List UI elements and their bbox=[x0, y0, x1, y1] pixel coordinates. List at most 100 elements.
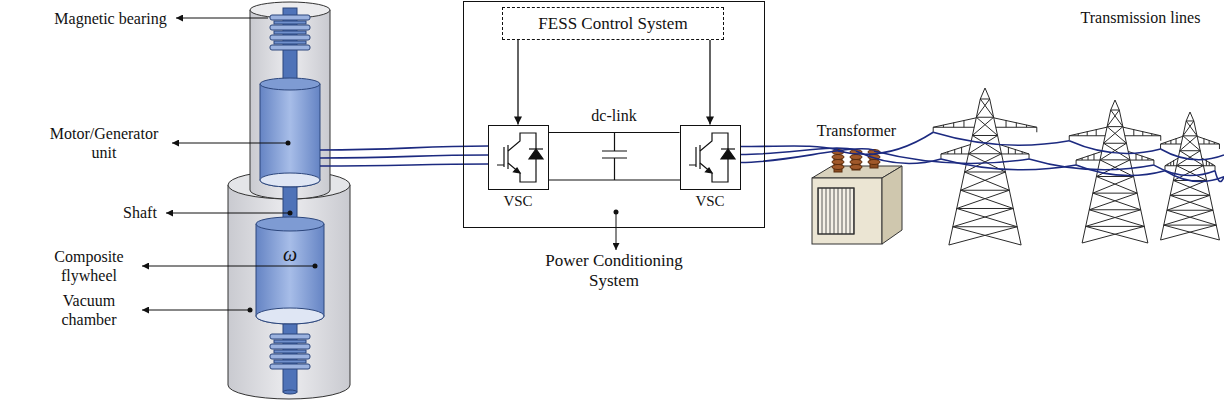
transformer-symbol bbox=[882, 166, 902, 244]
tower-brace bbox=[1177, 165, 1204, 166]
tower-brace bbox=[1093, 193, 1137, 194]
tower-brace bbox=[1170, 195, 1210, 196]
tower-brace bbox=[1111, 110, 1123, 127]
part-label: Shaft bbox=[118, 203, 162, 222]
leader-line bbox=[166, 213, 290, 214]
converter-box: VSC bbox=[488, 125, 549, 190]
transformer-symbol bbox=[868, 160, 880, 165]
tower-arm bbox=[1096, 129, 1097, 135]
transmission-line bbox=[1215, 171, 1224, 182]
tower-brace bbox=[980, 98, 989, 99]
tower-arm bbox=[933, 118, 976, 127]
tower-brace bbox=[957, 190, 1010, 208]
transmission-line bbox=[1076, 165, 1165, 176]
magnetic-bearing bbox=[270, 25, 310, 30]
transformer-symbol bbox=[812, 178, 882, 244]
tower-brace bbox=[1161, 225, 1217, 240]
leader-dot bbox=[248, 141, 619, 313]
part-label: Motor/Generator unit bbox=[40, 124, 168, 162]
tower-arm bbox=[1170, 162, 1171, 166]
tower-brace bbox=[1096, 177, 1137, 194]
tower-brace bbox=[1093, 193, 1141, 210]
tower-arm bbox=[1147, 158, 1148, 160]
tower-arm bbox=[1015, 149, 1016, 154]
upper-housing bbox=[250, 2, 330, 199]
tower-brace bbox=[976, 99, 989, 117]
tower-brace bbox=[1170, 180, 1206, 195]
upper-housing bbox=[250, 10, 330, 199]
transformer-symbol bbox=[850, 155, 862, 160]
tower-arm bbox=[1006, 120, 1007, 127]
tower-arm bbox=[1206, 160, 1207, 166]
tower-brace bbox=[1100, 159, 1130, 160]
leader-line bbox=[142, 266, 315, 267]
insulator bbox=[1076, 160, 1077, 165]
magnetic-bearing bbox=[270, 324, 310, 394]
tower-brace bbox=[976, 117, 997, 135]
transformer-symbol bbox=[832, 155, 844, 160]
transmission-line bbox=[1069, 141, 1160, 154]
node-label: VSC bbox=[488, 192, 548, 210]
tower-brace bbox=[957, 208, 1014, 209]
tower-brace bbox=[980, 99, 993, 117]
tower-brace bbox=[961, 190, 1010, 191]
composite-flywheel bbox=[256, 308, 324, 324]
tower-brace bbox=[953, 208, 1013, 226]
magnetic-bearing bbox=[283, 390, 297, 394]
insulator bbox=[1069, 136, 1070, 141]
converter-box: VSC bbox=[680, 125, 741, 190]
transmission-line bbox=[1161, 149, 1224, 160]
magnetic-bearing bbox=[274, 31, 306, 34]
tower-arm bbox=[953, 123, 954, 128]
insulator bbox=[1153, 160, 1154, 165]
edge-label: dc-link bbox=[589, 106, 638, 125]
tower-brace bbox=[1170, 195, 1213, 210]
transmission-line bbox=[933, 132, 1069, 145]
tower-arm bbox=[1176, 138, 1177, 144]
magnetic-bearing bbox=[270, 35, 310, 40]
tower-arm bbox=[1136, 154, 1137, 160]
transformer-symbol bbox=[832, 150, 880, 173]
tower-brace bbox=[1167, 210, 1213, 211]
tower-brace bbox=[1086, 210, 1141, 227]
tower-arm bbox=[941, 145, 971, 154]
tower-arm bbox=[1170, 140, 1171, 144]
transmission-line bbox=[1029, 159, 1154, 170]
leader-line bbox=[142, 310, 250, 311]
leader-line bbox=[616, 212, 617, 250]
transformer-symbol bbox=[818, 188, 854, 234]
motor-generator bbox=[260, 78, 320, 187]
connector bbox=[549, 132, 680, 133]
leader-line bbox=[142, 18, 616, 310]
connector bbox=[710, 40, 711, 125]
tower-brace bbox=[969, 153, 1002, 154]
tower-brace bbox=[1180, 136, 1197, 151]
tower-peak bbox=[1186, 112, 1190, 121]
three-phase-cable bbox=[741, 149, 875, 163]
tower-arm bbox=[1165, 158, 1178, 166]
tower-brace bbox=[1183, 135, 1197, 136]
tower-brace bbox=[1167, 195, 1210, 210]
tower-peak bbox=[985, 88, 990, 99]
tower-brace bbox=[1183, 136, 1200, 151]
tower-peak bbox=[1190, 112, 1194, 121]
dc-rail bbox=[549, 132, 680, 133]
tower-peak bbox=[980, 88, 985, 99]
transmission-tower bbox=[1069, 100, 1161, 243]
igbt-symbol bbox=[497, 133, 735, 182]
leader-dot bbox=[614, 210, 619, 215]
tower-brace bbox=[965, 171, 1006, 172]
transformer-symbol bbox=[850, 165, 862, 170]
leader-dot bbox=[248, 308, 253, 313]
node-label: FESS Control System bbox=[538, 14, 687, 34]
leader-dot bbox=[288, 211, 293, 216]
tower-brace bbox=[957, 208, 1017, 226]
insulator bbox=[1215, 166, 1216, 171]
magnetic-bearing bbox=[274, 340, 306, 343]
tower-arm bbox=[1082, 158, 1083, 160]
tower-brace bbox=[961, 172, 1006, 190]
tower-arm bbox=[1212, 164, 1213, 166]
tower-arm bbox=[961, 147, 962, 154]
tower-arm bbox=[1203, 138, 1204, 144]
